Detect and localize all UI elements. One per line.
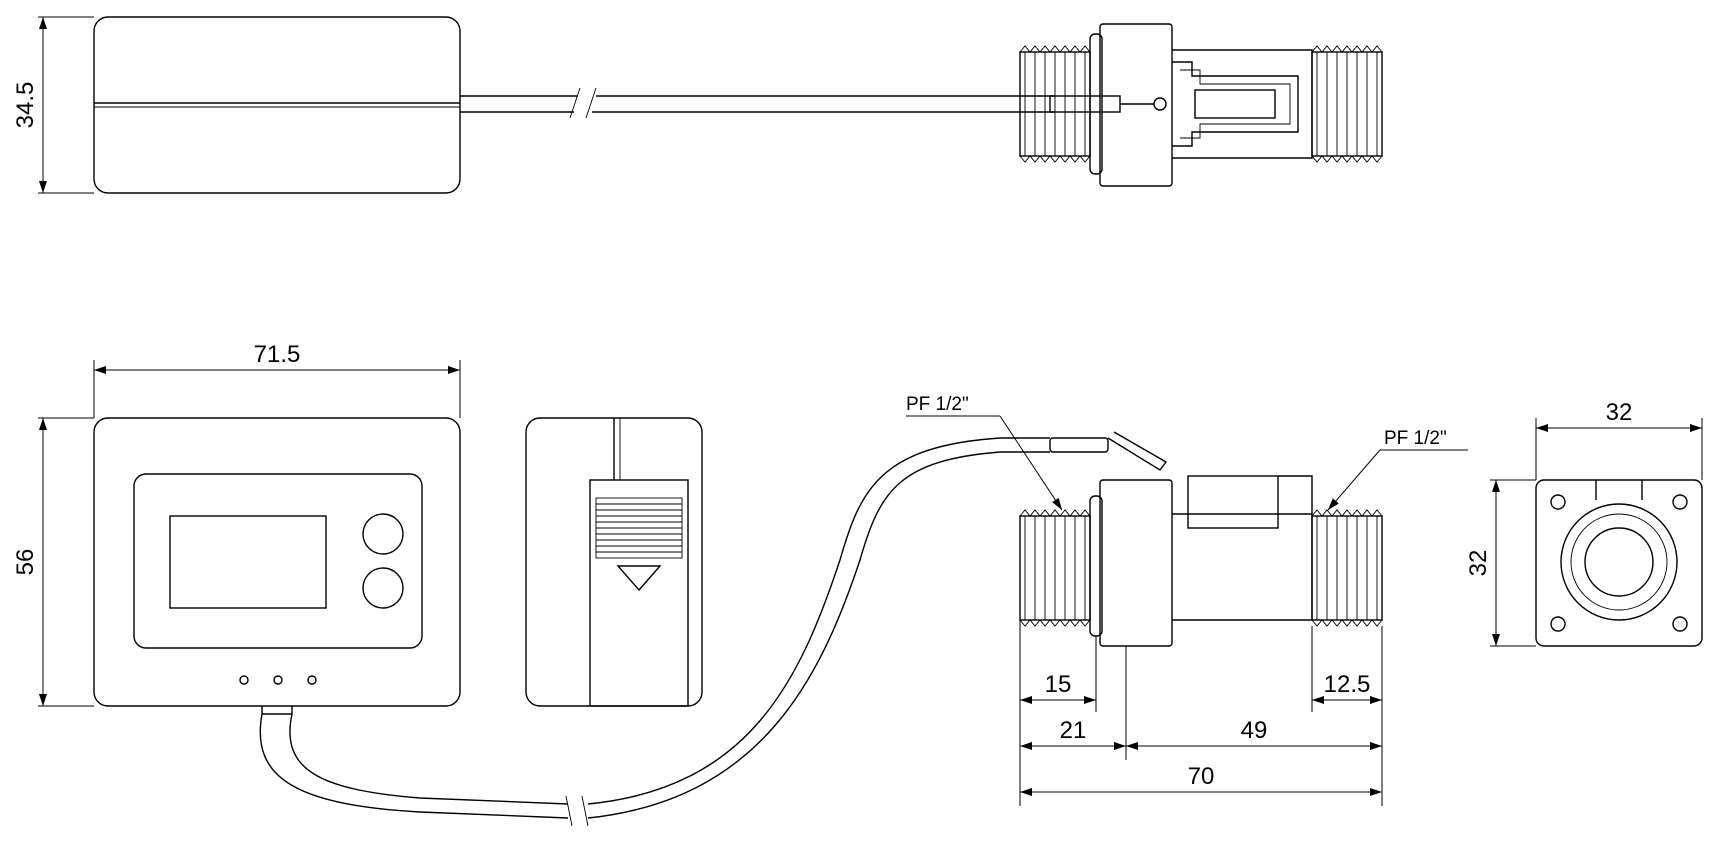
dimension-top-height: 34.5 bbox=[12, 16, 94, 194]
dimension-thread-left: 15 bbox=[1020, 671, 1096, 704]
mount-hole-bottom-left bbox=[1550, 616, 1566, 632]
display-unit-top-view bbox=[93, 16, 461, 194]
button-icon-upper bbox=[362, 513, 404, 555]
dimension-thread-right: 12.5 bbox=[1312, 671, 1382, 704]
display-unit-front-view bbox=[93, 417, 461, 715]
dimension-front-height: 56 bbox=[12, 417, 94, 707]
led-indicator-1 bbox=[239, 675, 249, 685]
end-height-label: 32 bbox=[1465, 550, 1492, 577]
grip-lines bbox=[595, 497, 683, 559]
connecting-cable bbox=[259, 431, 1168, 827]
front-width-label: 71.5 bbox=[254, 341, 301, 368]
led-indicator-3 bbox=[307, 675, 317, 685]
thread-left-dim-label: 15 bbox=[1045, 671, 1072, 698]
cable-top-view bbox=[460, 87, 1121, 119]
left-thread-teeth-top bbox=[1019, 45, 1091, 163]
dimension-end-width: 32 bbox=[1535, 399, 1703, 480]
thread-right-dim-label: 12.5 bbox=[1324, 671, 1371, 698]
mount-hole-top-left bbox=[1550, 494, 1566, 510]
dimension-front-width: 71.5 bbox=[93, 341, 461, 418]
thread-callout-right: PF 1/2" bbox=[1327, 428, 1468, 511]
mount-hole-bottom-right bbox=[1672, 616, 1688, 632]
lcd-screen bbox=[169, 515, 327, 609]
dimension-end-height: 32 bbox=[1465, 479, 1536, 647]
sensor-dimension-lines bbox=[1019, 620, 1383, 806]
dimension-total-length: 70 bbox=[1020, 763, 1382, 796]
sensor-top-view bbox=[1019, 23, 1383, 187]
right-thread-teeth bbox=[1311, 509, 1383, 627]
led-indicator-2 bbox=[273, 675, 283, 685]
dimension-body-section: 49 bbox=[1126, 717, 1382, 750]
dimension-left-section: 21 bbox=[1020, 717, 1126, 750]
display-unit-side-view bbox=[525, 417, 703, 707]
thread-right-note: PF 1/2" bbox=[1384, 428, 1447, 449]
sensor-side-view bbox=[1019, 475, 1383, 647]
total-length-dim-label: 70 bbox=[1188, 763, 1215, 790]
down-arrow-icon bbox=[616, 565, 662, 592]
left-section-dim-label: 21 bbox=[1060, 717, 1087, 744]
body-section-dim-label: 49 bbox=[1241, 717, 1268, 744]
sensor-end-view bbox=[1535, 479, 1703, 647]
thread-callout-left: PF 1/2" bbox=[906, 394, 1063, 511]
top-height-label: 34.5 bbox=[12, 82, 39, 129]
front-height-label: 56 bbox=[12, 549, 39, 576]
right-thread-teeth-top bbox=[1311, 45, 1383, 163]
button-icon-lower bbox=[362, 567, 404, 609]
left-thread-teeth bbox=[1019, 509, 1091, 627]
thread-left-note: PF 1/2" bbox=[906, 394, 969, 415]
mount-hole-top-right bbox=[1672, 494, 1688, 510]
end-width-label: 32 bbox=[1606, 399, 1633, 426]
